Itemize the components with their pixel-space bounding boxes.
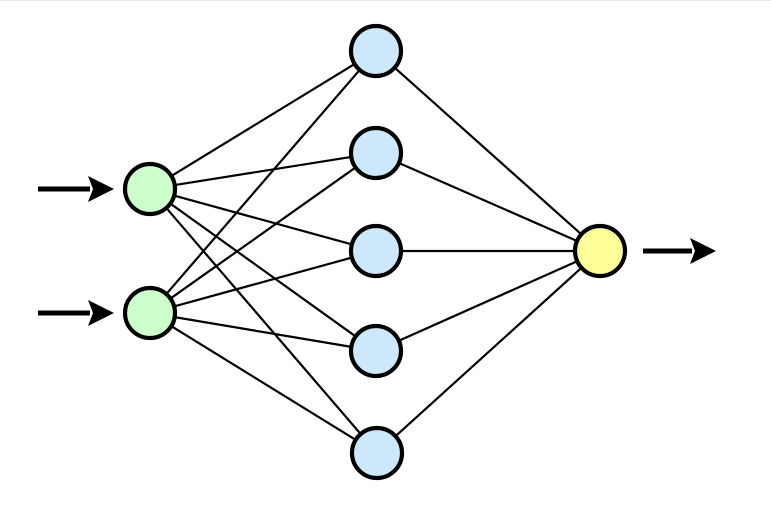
edge-i2-h5 xyxy=(169,324,358,442)
input-arrow-bottom xyxy=(38,300,114,326)
node-h4[interactable] xyxy=(348,323,404,379)
edge-i1-h2 xyxy=(173,155,353,187)
edge-i2-h3 xyxy=(172,256,354,308)
edge-i1-h3 xyxy=(172,194,354,246)
output-arrow xyxy=(643,238,716,264)
node-h1[interactable] xyxy=(348,23,404,79)
input-arrow-bottom-head xyxy=(88,300,114,326)
node-group xyxy=(122,23,628,481)
input-arrow-top xyxy=(38,176,114,202)
node-h5[interactable] xyxy=(349,425,405,481)
edge-i1-h5 xyxy=(164,206,363,436)
edge-i2-h1 xyxy=(164,68,362,296)
edge-h2-o1 xyxy=(397,161,579,243)
edge-h5-o1 xyxy=(393,265,584,439)
input-arrow-top-head xyxy=(88,176,114,202)
io-arrow-group xyxy=(38,176,716,326)
node-i1[interactable] xyxy=(122,161,178,217)
node-i2[interactable] xyxy=(122,285,178,341)
node-o1[interactable] xyxy=(572,223,628,279)
output-arrow-head xyxy=(690,238,716,264)
edge-group xyxy=(164,62,584,442)
edge-i1-h4 xyxy=(168,201,358,339)
edge-i2-h2 xyxy=(168,165,358,301)
edge-i2-h4 xyxy=(172,315,354,349)
edge-h1-o1 xyxy=(392,65,584,237)
node-h3[interactable] xyxy=(348,223,404,279)
edge-i1-h1 xyxy=(169,62,357,178)
edge-h4-o1 xyxy=(397,259,579,343)
node-h2[interactable] xyxy=(348,125,404,181)
